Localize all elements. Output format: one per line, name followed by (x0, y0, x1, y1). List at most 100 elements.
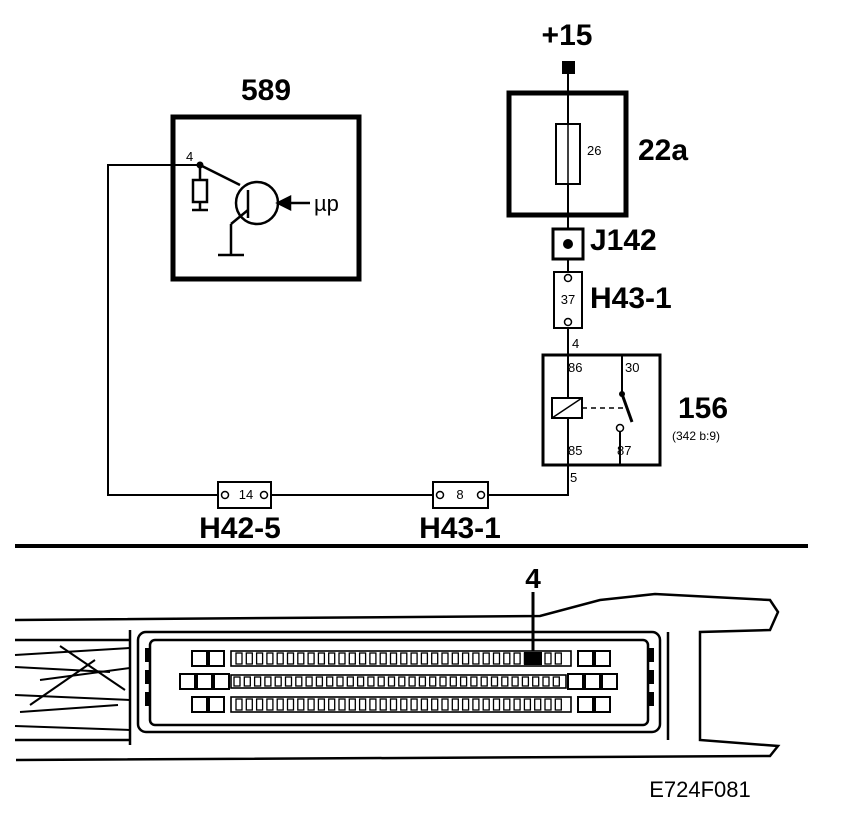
relay-pin-86: 86 (568, 360, 582, 375)
pin-cell (439, 676, 447, 687)
pin-cell (266, 698, 274, 711)
pin-cell (418, 676, 427, 687)
pin-cell (472, 698, 480, 711)
pin-cell (255, 652, 264, 665)
pin-cell (400, 652, 408, 665)
relay-pin-30: 30 (625, 360, 639, 375)
pin-cell (326, 676, 334, 687)
connector-h43-1-bottom: 8 H43-1 (419, 481, 501, 545)
supply-terminal: +15 (542, 19, 592, 93)
pin-cell (348, 698, 356, 711)
pin-cell (245, 698, 253, 711)
pin-cell (429, 676, 437, 687)
pin-cell (492, 698, 501, 711)
connector-h43-1-top: 37 H43-1 (553, 271, 672, 329)
wire-lower-label: 5 (570, 470, 577, 485)
pin-cell (235, 652, 243, 665)
pin-cell (459, 676, 468, 687)
pin-cell (358, 652, 367, 665)
pin-cell (420, 652, 429, 665)
pin-cell (379, 652, 387, 665)
pin-cell (451, 652, 459, 665)
pin-cell (328, 698, 336, 711)
pin-cell (451, 698, 459, 711)
pin-cell (398, 676, 406, 687)
pin-cell (513, 698, 521, 711)
wire-lower (107, 164, 569, 496)
pin-cell (297, 698, 305, 711)
pin-cell (315, 676, 324, 687)
pin-cell (552, 676, 560, 687)
highlighted-pin (524, 652, 542, 665)
pin-cell (554, 652, 562, 665)
pinout-pin-label: 4 (525, 563, 541, 594)
pin-cell (503, 652, 511, 665)
connector-h42-pin: 14 (239, 487, 253, 502)
pin-cell (317, 652, 326, 665)
pin-cell (356, 676, 365, 687)
pin-cell (264, 676, 272, 687)
wire-upper-label: 4 (572, 336, 579, 351)
wire-upper: 4 (567, 328, 579, 355)
pin-cell (305, 676, 313, 687)
pin-cell (266, 652, 274, 665)
pin-cell (482, 652, 490, 665)
pin-cell (441, 698, 449, 711)
relay-label: 156 (678, 392, 728, 425)
figure-code: E724F081 (649, 777, 751, 802)
pin-cell (480, 676, 488, 687)
junction-j142: J142 (551, 215, 657, 272)
pin-cell (387, 676, 396, 687)
pin-cell (367, 676, 375, 687)
pin-cell (284, 676, 293, 687)
pin-cell (544, 652, 552, 665)
pin-cell (338, 652, 346, 665)
pin-cell (253, 676, 262, 687)
pin-cell (503, 698, 511, 711)
pin-cell (317, 698, 326, 711)
connector-pinout-view: 4 (14, 563, 781, 762)
pin-cell (554, 698, 562, 711)
pin-cells (233, 652, 562, 711)
pin-cell (243, 676, 251, 687)
pin-cell (482, 698, 490, 711)
pin-cell (523, 698, 532, 711)
pin-cell (389, 698, 398, 711)
pin-cell (441, 652, 449, 665)
pin-cell (379, 698, 387, 711)
pin-cell (348, 652, 356, 665)
pin-cell (297, 652, 305, 665)
pin-cell (295, 676, 303, 687)
pin-cell (472, 652, 480, 665)
pin-cell (431, 652, 439, 665)
pin-cell (513, 652, 521, 665)
control-unit-signal-label: µp (314, 191, 339, 216)
connector-h42-label: H42-5 (199, 512, 281, 545)
fuse-label: 22a (638, 134, 688, 167)
relay-pin-85: 85 (568, 443, 582, 458)
pin-cell (461, 652, 470, 665)
pin-cell (431, 698, 439, 711)
relay-156: 86 30 85 87 156 (342 b:9) (541, 353, 728, 467)
pin-cell (490, 676, 499, 687)
pin-cell (420, 698, 429, 711)
pin-cell (400, 698, 408, 711)
pin-cell (276, 698, 284, 711)
connector-bottom-label: H43-1 (419, 512, 501, 545)
connector-top-pin: 37 (561, 292, 575, 307)
pin-cell (276, 652, 284, 665)
pin-cell (389, 652, 398, 665)
pin-cell (307, 698, 315, 711)
pin-cell (255, 698, 264, 711)
connector-top-label: H43-1 (590, 282, 672, 315)
pin-cell (235, 698, 243, 711)
pin-cell (410, 652, 418, 665)
transistor-symbol (191, 163, 310, 257)
pin-cell (410, 698, 418, 711)
pin-cell (286, 652, 295, 665)
pin-cell (449, 676, 457, 687)
pin-cell (286, 698, 295, 711)
pin-cell (461, 698, 470, 711)
pin-cell (542, 676, 550, 687)
